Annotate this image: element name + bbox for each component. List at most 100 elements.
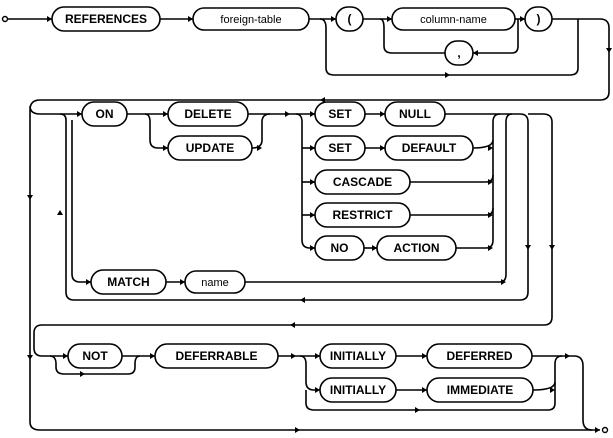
arrow-icon (310, 145, 315, 151)
label-lparen: ( (348, 12, 352, 26)
box-no (314, 235, 365, 261)
label-action: ACTION (394, 241, 440, 255)
box-rparen (524, 6, 553, 32)
connector-line (532, 381, 556, 391)
arrow-icon (315, 353, 320, 359)
start-icon (1, 15, 9, 23)
arrow-icon (315, 387, 320, 393)
arrow-icon (422, 353, 427, 359)
label-on: ON (96, 107, 114, 121)
arrow-icon (57, 210, 63, 215)
arrow-icon (422, 387, 427, 393)
label-comma: , (457, 46, 460, 60)
box-initially1 (319, 343, 397, 369)
arrow-icon (27, 355, 33, 360)
arrow-icon (310, 179, 315, 185)
arrow-icon (310, 111, 315, 117)
arrow-icon (291, 353, 296, 359)
connector-line (251, 113, 271, 149)
connector-line (71, 120, 91, 283)
box-on (81, 101, 128, 127)
box-set1 (314, 101, 366, 127)
arrow-icon (549, 245, 555, 250)
arrow-icon (550, 387, 555, 393)
arrow-icon (180, 279, 185, 285)
arrow-icon (488, 245, 493, 251)
label-restrict: RESTRICT (333, 208, 394, 222)
arrow-icon (257, 145, 262, 151)
arrow-icon (310, 212, 315, 218)
arrow-icon (80, 371, 85, 377)
label-set2: SET (328, 141, 352, 155)
arrow-icon (565, 353, 570, 359)
box-foreign-table (192, 7, 310, 31)
connector-line (379, 18, 445, 54)
label-deferrable: DEFERRABLE (175, 349, 257, 363)
arrow-icon (86, 279, 91, 285)
arrow-icon (380, 111, 385, 117)
box-not (67, 343, 123, 369)
arrow-icon (520, 16, 525, 22)
box-action (376, 235, 457, 261)
arrow-icon (27, 195, 33, 200)
box-null (384, 101, 446, 127)
box-delete (167, 101, 249, 127)
arrow-icon (163, 145, 168, 151)
box-comma (444, 40, 474, 66)
label-rparen: ) (537, 12, 541, 26)
arrow-icon (77, 111, 82, 117)
connector-line (295, 113, 315, 249)
arrow-icon (606, 48, 612, 53)
connector-line (319, 18, 579, 76)
arrow-icon (445, 72, 450, 78)
box-match (90, 269, 167, 295)
box-set2 (314, 135, 366, 161)
connector-line (410, 174, 494, 183)
box-name (184, 270, 246, 294)
arrow-icon (163, 111, 168, 117)
arrow-icon (380, 145, 385, 151)
arrow-icon (295, 427, 300, 433)
label-match: MATCH (107, 275, 149, 289)
label-set1: SET (328, 107, 352, 121)
label-immediate: IMMEDIATE (447, 383, 513, 397)
connector-line (505, 113, 513, 274)
connector-line (473, 19, 519, 54)
arrow-icon (501, 279, 506, 285)
arrow-icon (372, 245, 377, 251)
arrow-icon (47, 16, 52, 22)
connector-line (144, 113, 168, 149)
connector-line (305, 355, 563, 411)
connector-line (29, 105, 82, 115)
label-references: REFERENCES (65, 12, 147, 26)
arrow-icon (285, 111, 290, 117)
arrow-icon (300, 297, 305, 303)
label-deferred: DEFERRED (446, 349, 512, 363)
connector-line (59, 113, 529, 301)
label-foreign-table: foreign-table (220, 14, 281, 26)
label-delete: DELETE (184, 107, 231, 121)
box-initially2 (319, 377, 397, 403)
arrow-icon (331, 16, 336, 22)
label-update: UPDATE (186, 141, 234, 155)
connector-line (245, 273, 507, 283)
arrow-icon (310, 245, 315, 251)
arrow-icon (387, 16, 392, 22)
arrow-icon (188, 16, 193, 22)
box-lparen (335, 6, 364, 32)
label-column-name: column-name (420, 14, 487, 26)
label-initially1: INITIALLY (330, 349, 386, 363)
box-column-name (391, 7, 516, 31)
box-cascade (314, 169, 411, 195)
arrow-icon (63, 353, 68, 359)
arrow-icon (473, 50, 478, 56)
box-restrict (314, 202, 411, 228)
box-default (384, 135, 474, 161)
connector-line (33, 113, 553, 357)
arrow-icon (525, 245, 531, 250)
label-not: NOT (82, 349, 108, 363)
arrow-icon (320, 97, 325, 103)
arrow-icon (595, 427, 600, 433)
label-no: NO (331, 241, 349, 255)
